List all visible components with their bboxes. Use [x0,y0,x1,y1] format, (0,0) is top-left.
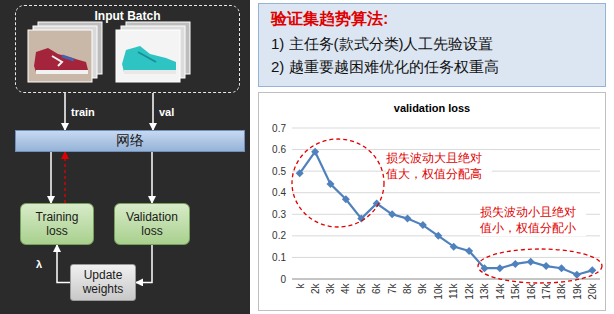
connector-arrow [57,245,70,282]
callout-note: 损失波动小且绝对值小，权值分配小 [480,204,586,236]
axis-tick: 6k [371,283,382,294]
axis-tick: 0.1 [272,252,286,263]
axis-tick: 13k [479,283,490,299]
update-box: Update weights [70,264,136,301]
grid-line [292,279,600,280]
data-marker [419,221,427,229]
node-text: validation loss [259,102,605,114]
node-text: Training loss [24,210,90,239]
axis-tick: 10k [433,283,444,299]
chart-plot [292,128,602,283]
data-marker [496,264,504,272]
axis-tick: 17k [541,283,552,299]
shoe-card-stack [28,22,102,82]
data-marker [511,260,519,268]
node-text: Input Batch [16,9,239,23]
grid-line [292,257,600,258]
axis-tick: 4k [340,283,351,294]
axis-tick: 15k [510,283,521,299]
connector-arrow [50,152,52,203]
data-marker [527,258,535,266]
axis-tick: 7k [387,283,398,294]
algorithm-box: 验证集趋势算法: 1) 主任务(款式分类)人工先验设置 2) 越重要越困难优化的任务… [258,3,606,87]
axis-tick: 9k [417,283,428,294]
shoe-card-stack [116,22,190,82]
data-marker [450,243,458,251]
edge-label: val [157,106,176,118]
axis-tick: 12k [464,283,475,299]
axis-tick: 14k [494,283,505,299]
axis-tick: k [294,283,305,288]
axis-tick: 11k [448,283,459,298]
axis-tick: 0.6 [272,144,286,155]
node-text: 1) 主任务(款式分类)人工先验设置 [271,35,593,54]
data-marker [311,148,319,156]
axis-tick: 0.3 [272,209,286,220]
axis-tick: 0.4 [272,187,286,198]
data-marker [542,262,550,270]
axis-tick: 3k [325,283,336,294]
data-marker [558,264,566,272]
connector-arrow [136,245,152,282]
node-text: Validation loss [118,210,186,239]
highlight-ellipse [478,249,602,283]
axis-tick: 20k [587,283,598,299]
data-marker [342,195,350,203]
data-marker [327,180,335,188]
data-marker [434,232,442,240]
axis-tick: 8k [402,283,413,294]
data-marker [388,210,396,218]
network-bar: 网络 [15,130,245,152]
data-marker [404,215,412,223]
grid-line [292,128,600,129]
callout-note: 损失波动大且绝对值大，权值分配高 [386,150,492,182]
node-text: 验证集趋势算法: [271,9,593,30]
data-marker [296,169,304,177]
connector-arrow [152,93,154,130]
node-text: 2) 越重要越困难优化的任务权重高 [271,58,593,77]
axis-tick: 0.5 [272,166,286,177]
axis-tick: 0.2 [272,230,286,241]
data-marker [573,271,581,279]
edge-label: λ [34,258,44,270]
edge-label: train [69,106,97,118]
axis-tick: 5k [356,283,367,294]
axis-tick: 16k [525,283,536,299]
axis-tick: 0.7 [272,123,286,134]
chart-frame: validation loss [258,92,606,311]
loss-box: Validation loss [114,203,190,245]
loss-box: Training loss [20,203,94,245]
input-batch-box: Input Batch [15,5,240,93]
node-text: Update weights [74,268,132,297]
axis-tick: 19k [571,283,582,299]
axis-tick: 2k [310,283,321,294]
axis-tick: 18k [556,283,567,299]
connector-arrow [151,152,153,203]
highlight-ellipse [292,139,384,227]
connector-arrow [64,152,65,203]
node-text: 网络 [116,132,144,150]
connector-arrow [64,93,66,130]
data-marker [465,247,473,255]
axis-tick: 0 [280,274,286,285]
